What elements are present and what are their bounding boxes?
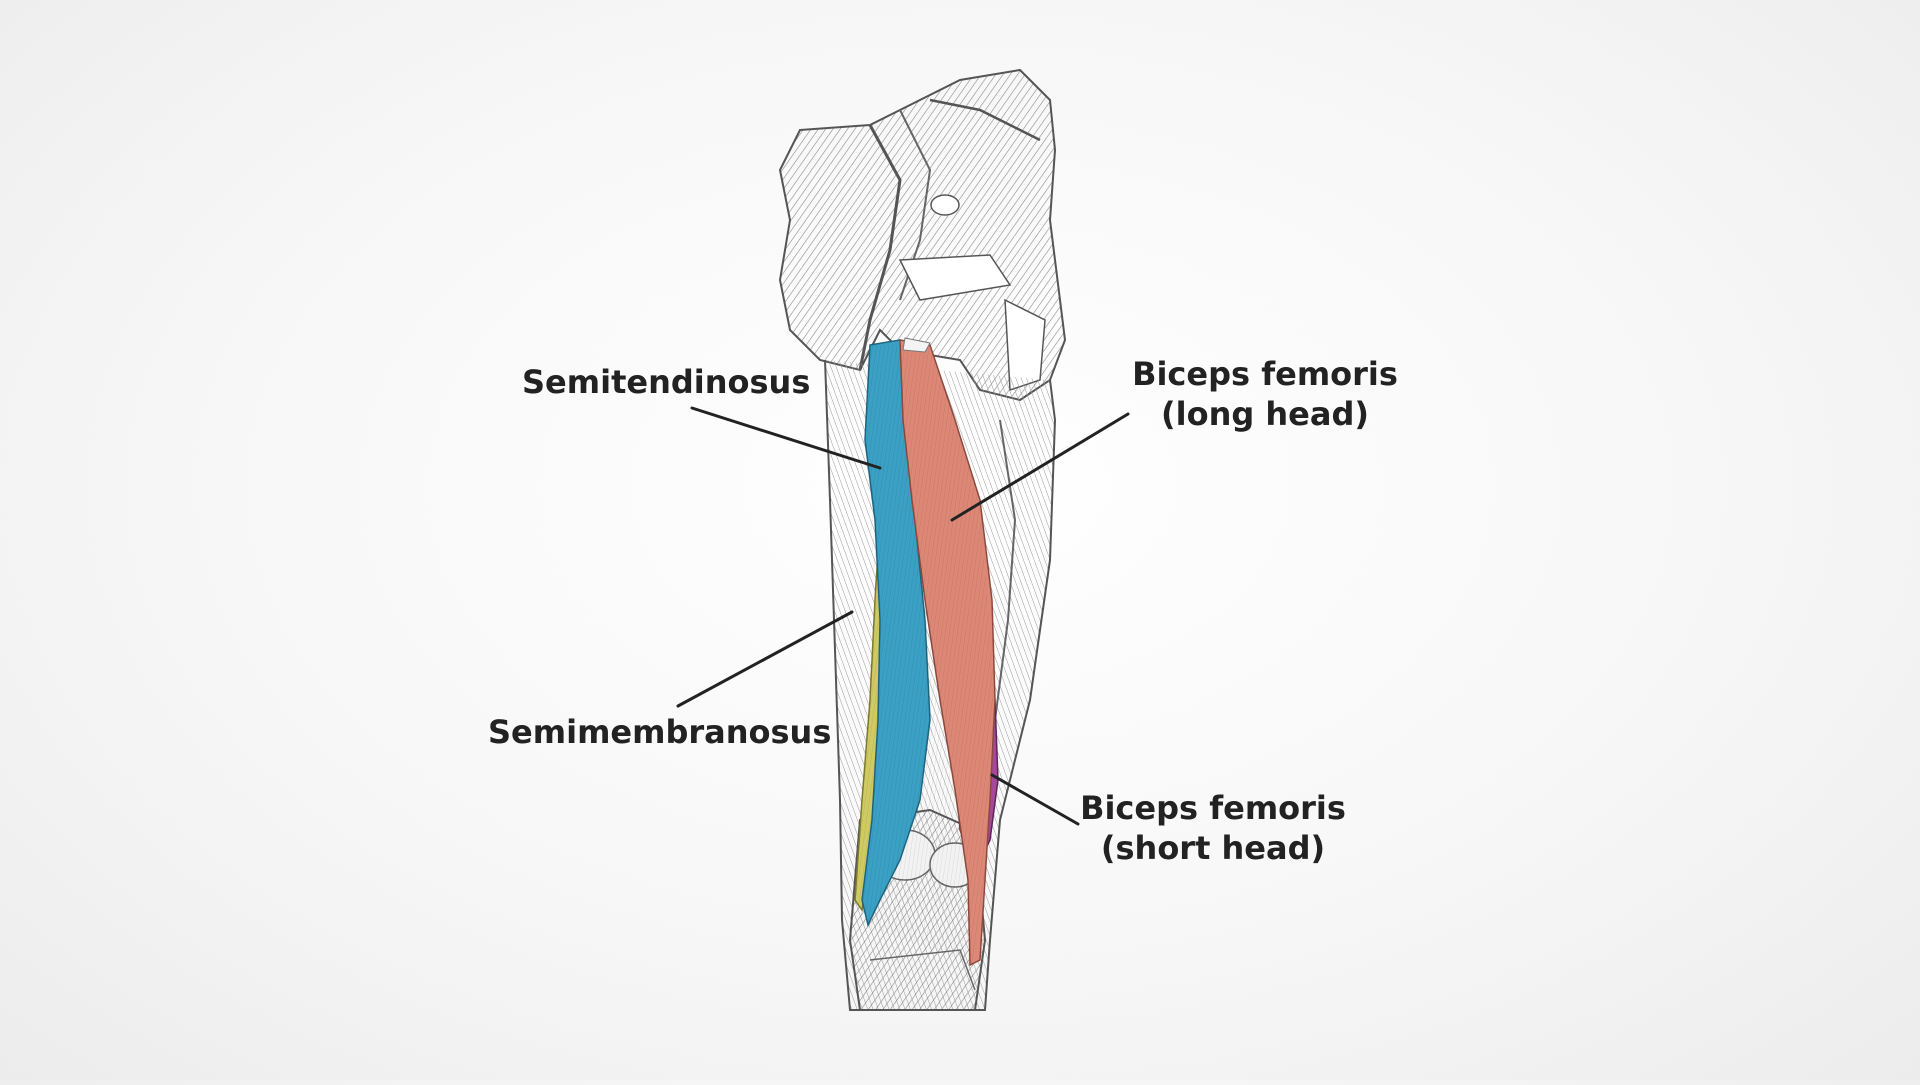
leader-lines	[676, 406, 1130, 826]
label-biceps-long-line2: (long head)	[1160, 395, 1369, 433]
pelvis-sketch	[778, 68, 1067, 402]
label-semimembranosus-text: Semimembranosus	[488, 713, 832, 751]
biceps-femoris-tendon	[902, 337, 931, 353]
leader-biceps-long	[950, 412, 1130, 522]
label-semitendinosus-text: Semitendinosus	[522, 363, 811, 401]
leader-semitendinosus	[690, 406, 882, 470]
label-biceps-short-line2: (short head)	[1100, 829, 1326, 867]
leader-semimembranosus	[676, 610, 854, 708]
leader-biceps-short	[990, 773, 1080, 826]
label-biceps-short-line1: Biceps femoris	[1080, 789, 1346, 827]
label-semitendinosus: Semitendinosus	[522, 362, 810, 402]
label-biceps-long-line1: Biceps femoris	[1132, 355, 1398, 393]
label-semimembranosus: Semimembranosus	[488, 712, 831, 752]
label-biceps-femoris-long-head: Biceps femoris (long head)	[1130, 354, 1400, 434]
label-biceps-femoris-short-head: Biceps femoris (short head)	[1080, 788, 1346, 868]
